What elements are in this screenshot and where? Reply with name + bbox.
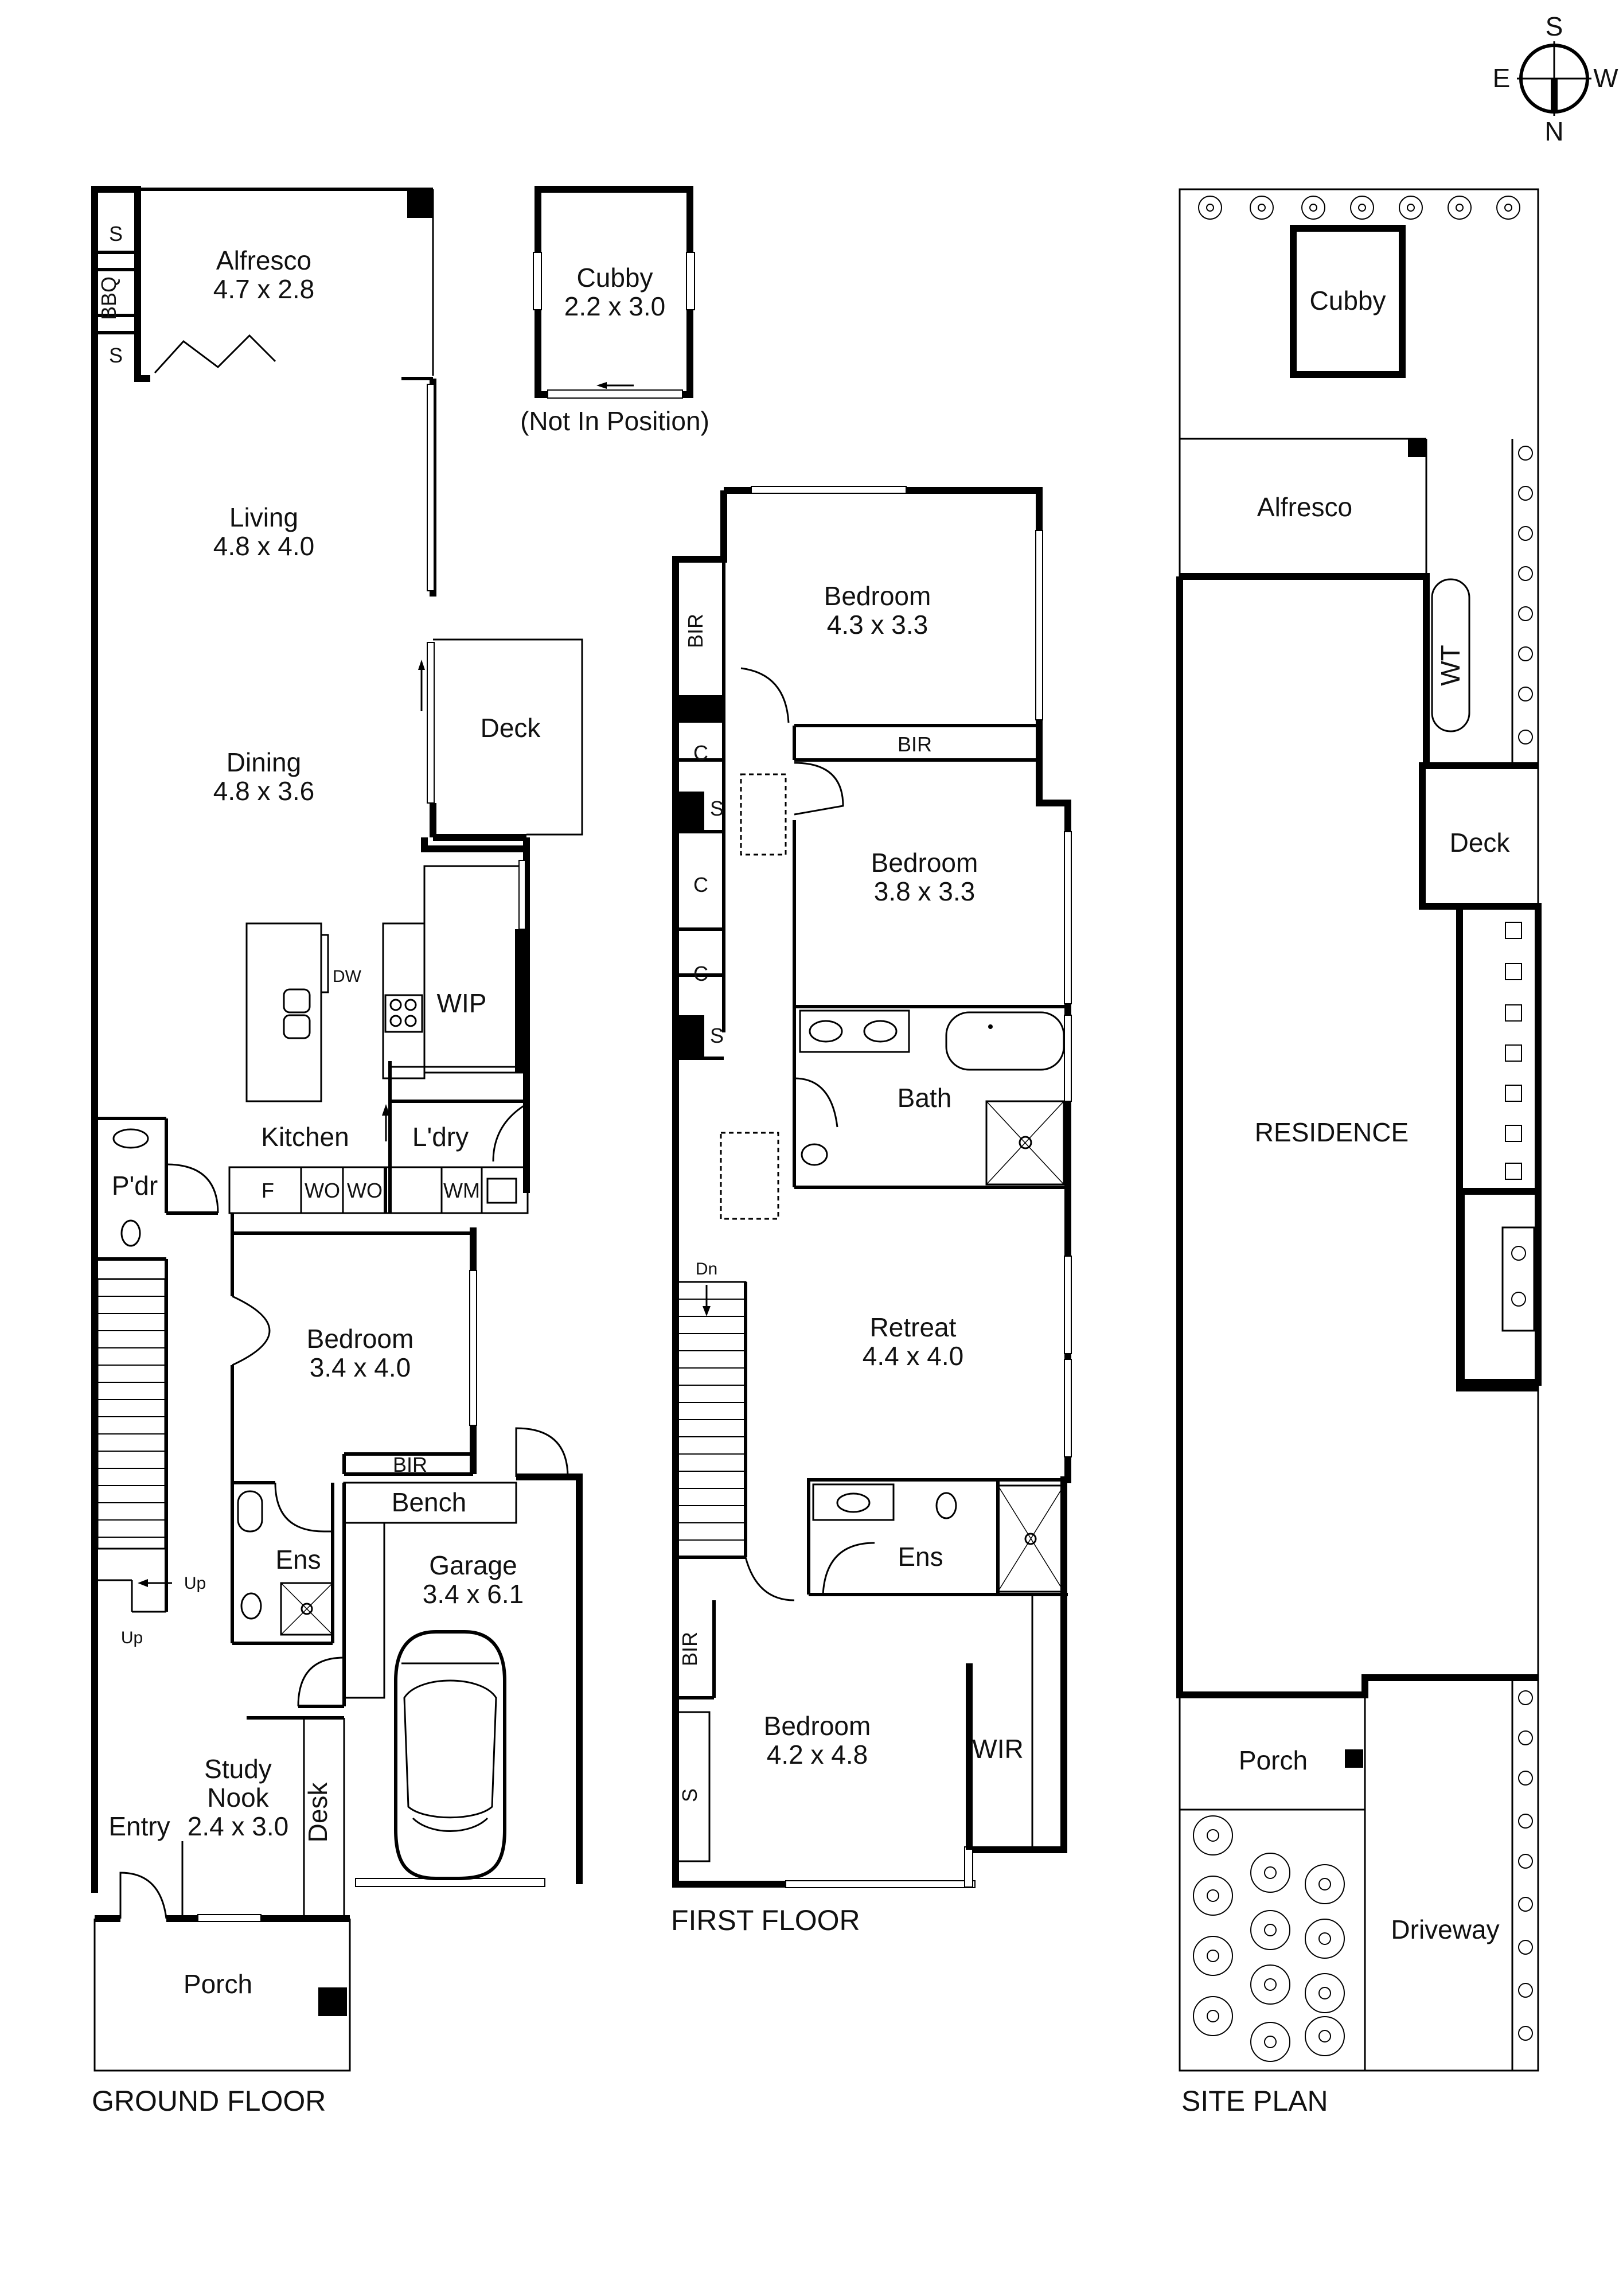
kitchen-label: Kitchen bbox=[261, 1122, 349, 1152]
ff-s-3-label: S bbox=[678, 1788, 701, 1802]
ff-bir-2-label: BIR bbox=[898, 732, 932, 756]
dw-label: DW bbox=[333, 967, 362, 986]
ff-bir-3-label: BIR bbox=[678, 1632, 701, 1666]
dining-label: Dining bbox=[227, 747, 301, 777]
car-icon bbox=[394, 1630, 506, 1880]
ff-bedroom-2-dim: 3.8 x 3.3 bbox=[874, 876, 975, 906]
ground-floor-labels: Alfresco 4.7 x 2.8 S BBQ S Living 4.8 x … bbox=[92, 222, 541, 2117]
porch-label: Porch bbox=[184, 1969, 252, 1999]
compass-south: S bbox=[1546, 11, 1563, 41]
bbq-label: BBQ bbox=[97, 276, 120, 320]
ff-down-label: Dn bbox=[696, 1260, 717, 1278]
entry-label: Entry bbox=[108, 1811, 170, 1841]
ff-s-1-label: S bbox=[710, 797, 724, 820]
site-plan-title: SITE PLAN bbox=[1181, 2085, 1328, 2117]
ff-wir-label: WIR bbox=[972, 1734, 1023, 1764]
garage-dim: 3.4 x 6.1 bbox=[423, 1579, 524, 1609]
ff-retreat-label: Retreat bbox=[870, 1312, 957, 1342]
living-dim: 4.8 x 4.0 bbox=[213, 531, 314, 561]
ff-bedroom-2-label: Bedroom bbox=[871, 848, 978, 878]
wall-oven-1-label: WO bbox=[305, 1179, 340, 1202]
cubby-dim: 2.2 x 3.0 bbox=[564, 291, 665, 321]
study-label-1: Study bbox=[204, 1754, 272, 1784]
site-cubby-label: Cubby bbox=[1310, 286, 1386, 315]
compass-west: W bbox=[1593, 63, 1618, 93]
alfresco-s1: S bbox=[109, 222, 123, 245]
fridge-label: F bbox=[262, 1179, 274, 1202]
ff-bedroom-1-dim: 4.3 x 3.3 bbox=[827, 610, 928, 640]
wip-label: WIP bbox=[437, 988, 487, 1018]
ff-cupboard-1-label: C bbox=[693, 741, 708, 765]
ff-bir-1-label: BIR bbox=[684, 614, 707, 648]
alfresco-label: Alfresco bbox=[216, 245, 311, 275]
ff-retreat-dim: 4.4 x 4.0 bbox=[863, 1341, 963, 1371]
stair-up-label-1: Up bbox=[184, 1574, 206, 1593]
study-label-2: Nook bbox=[207, 1783, 269, 1812]
bedroom-dim: 3.4 x 4.0 bbox=[310, 1352, 411, 1382]
compass-north: N bbox=[1544, 116, 1563, 146]
bir-label: BIR bbox=[393, 1453, 427, 1476]
ff-bedroom-3-label: Bedroom bbox=[764, 1711, 871, 1741]
living-label: Living bbox=[229, 502, 298, 532]
ground-floor-title: GROUND FLOOR bbox=[92, 2085, 326, 2117]
site-residence-label: RESIDENCE bbox=[1255, 1117, 1409, 1147]
desk-label: Desk bbox=[303, 1782, 333, 1843]
ff-bedroom-3-dim: 4.2 x 4.8 bbox=[767, 1740, 868, 1769]
ff-cupboard-3-label: C bbox=[693, 962, 708, 985]
site-porch-label: Porch bbox=[1239, 1745, 1308, 1775]
ground-floor-plan bbox=[91, 186, 583, 2072]
site-plan bbox=[1176, 188, 1542, 2072]
cubby-label: Cubby bbox=[577, 263, 653, 293]
bench-label: Bench bbox=[392, 1487, 466, 1517]
first-floor-title: FIRST FLOOR bbox=[671, 1904, 860, 1936]
site-wt-label: WT bbox=[1435, 645, 1465, 686]
cubby-note: (Not In Position) bbox=[520, 406, 709, 436]
ff-bedroom-1-label: Bedroom bbox=[824, 581, 931, 611]
compass: S E W N bbox=[1493, 11, 1619, 146]
ff-bath-label: Bath bbox=[898, 1083, 952, 1113]
alfresco-dim: 4.7 x 2.8 bbox=[213, 274, 314, 304]
bedroom-label: Bedroom bbox=[307, 1324, 414, 1354]
first-floor-labels: BIR Bedroom 4.3 x 3.3 BIR C S C C S Bedr… bbox=[671, 581, 1024, 1936]
stair-up-label-2: Up bbox=[121, 1628, 143, 1647]
first-floor-plan bbox=[672, 486, 1072, 1888]
washing-machine-label: WM bbox=[443, 1179, 480, 1202]
compass-east: E bbox=[1493, 63, 1511, 93]
ensuite-label: Ens bbox=[275, 1545, 321, 1574]
site-alfresco-label: Alfresco bbox=[1257, 492, 1352, 522]
site-deck-label: Deck bbox=[1450, 828, 1511, 857]
laundry-label: L'dry bbox=[412, 1122, 469, 1152]
wall-oven-2-label: WO bbox=[347, 1179, 383, 1202]
ff-s-2-label: S bbox=[710, 1024, 724, 1047]
site-garden-shrubs bbox=[1193, 1815, 1345, 2062]
cubby-plan: Cubby 2.2 x 3.0 (Not In Position) bbox=[520, 186, 709, 436]
study-dim: 2.4 x 3.0 bbox=[188, 1811, 288, 1841]
site-plan-labels: Cubby Alfresco WT Deck RESIDENCE Porch D… bbox=[1181, 286, 1510, 2117]
powder-label: P'dr bbox=[112, 1171, 158, 1200]
ff-cupboard-2-label: C bbox=[693, 873, 708, 896]
deck-label: Deck bbox=[481, 713, 541, 743]
ff-ensuite-label: Ens bbox=[898, 1542, 943, 1572]
dining-dim: 4.8 x 3.6 bbox=[213, 776, 314, 806]
alfresco-s2: S bbox=[109, 344, 123, 367]
site-driveway-label: Driveway bbox=[1391, 1915, 1499, 1944]
site-tree-row-top bbox=[1198, 196, 1520, 220]
garage-label: Garage bbox=[429, 1550, 517, 1580]
